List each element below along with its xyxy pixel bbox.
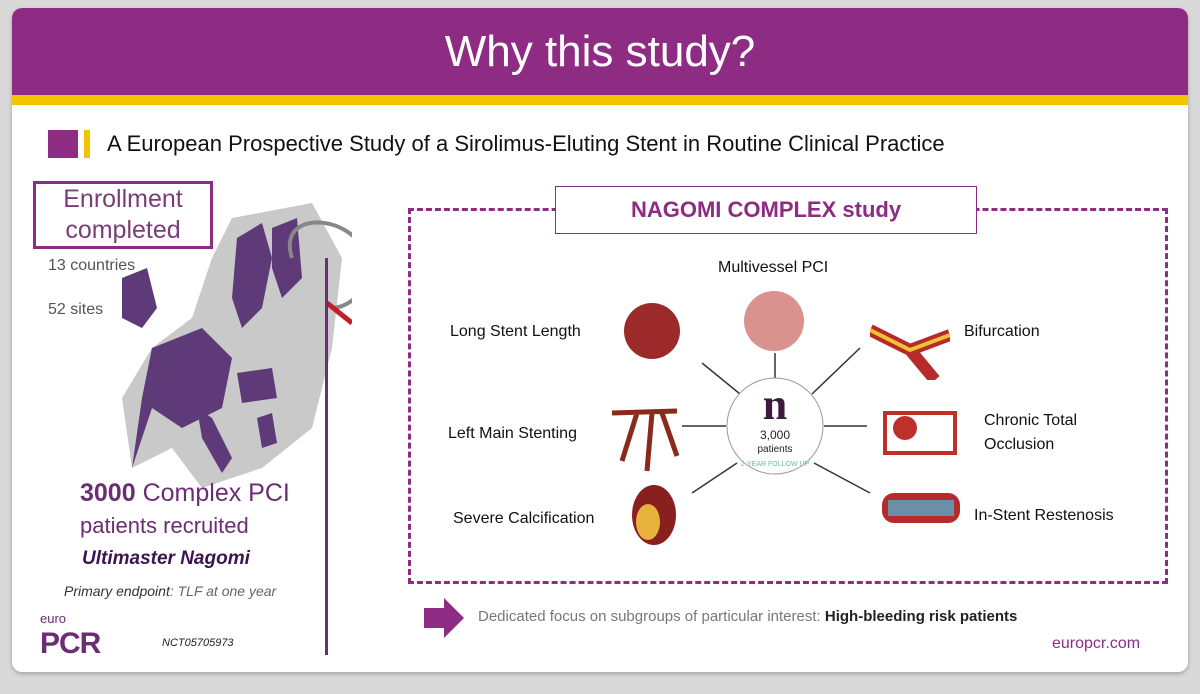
divider-line: [325, 258, 328, 655]
bifurcation-icon: [870, 324, 950, 380]
arrow-icon: [424, 598, 464, 638]
cto-icon: [883, 411, 957, 455]
slide-title: Why this study?: [12, 8, 1188, 95]
logo-euro: euro: [40, 611, 67, 626]
website-link[interactable]: europcr.com: [1052, 635, 1141, 652]
subtitle: A European Prospective Study of a Siroli…: [107, 131, 945, 156]
multivessel-icon: [744, 291, 804, 351]
label-left-main: Left Main Stenting: [448, 425, 577, 442]
long-stent-icon: [624, 303, 680, 359]
center-count: 3,000: [759, 428, 791, 442]
slide: Why this study? A European Prospective S…: [12, 8, 1188, 672]
brand-logo: Ultimaster Nagomi: [82, 548, 250, 569]
endpoint-label: Primary endpoint: [64, 583, 170, 599]
label-restenosis: In-Stent Restenosis: [974, 507, 1114, 524]
primary-endpoint: Primary endpoint: TLF at one year: [64, 582, 276, 600]
restenosis-icon: [882, 493, 960, 523]
logo-pcr: PCR: [40, 627, 101, 660]
europcr-logo: euro PCR: [40, 611, 101, 661]
patients-recruited: patients recruited: [80, 513, 249, 538]
patients-count: 3000 Complex PCI: [80, 478, 290, 508]
center-letter: n: [762, 380, 788, 429]
label-long-stent: Long Stent Length: [450, 323, 581, 340]
bullet-square: [48, 130, 78, 158]
europe-map: [122, 203, 352, 488]
focus-text-bold: High-bleeding risk patients: [824, 608, 1018, 625]
countries-count: 13 countries: [48, 257, 136, 274]
count-label: Complex PCI: [142, 479, 290, 507]
focus-text-prefix: Dedicated focus on subgroups of particul…: [478, 608, 825, 625]
follow-up-label: 2-YEAR FOLLOW UP: [740, 461, 810, 468]
calcification-icon: [632, 485, 676, 545]
accent-bar: [12, 95, 1188, 105]
left-main-icon: [611, 408, 680, 472]
spokes: [682, 347, 871, 494]
bullet-bar: [84, 130, 90, 158]
label-calcification: Severe Calcification: [453, 510, 595, 527]
count-number: 3000: [80, 479, 136, 507]
label-multivessel: Multivessel PCI: [718, 259, 829, 276]
center-badge: n 3,000 patients 2-YEAR FOLLOW UP: [730, 382, 820, 469]
study-title: NAGOMI COMPLEX study: [555, 186, 977, 234]
nct-number: NCT05705973: [162, 637, 234, 649]
label-bifurcation: Bifurcation: [964, 323, 1040, 340]
sites-count: 52 sites: [48, 301, 104, 318]
endpoint-value: : TLF at one year: [169, 583, 277, 599]
center-unit: patients: [757, 444, 793, 455]
label-cto: Chronic Total Occlusion: [984, 412, 1078, 453]
enrollment-box: Enrollment completed: [33, 181, 213, 249]
focus-text: Dedicated focus on subgroups of particul…: [478, 608, 1017, 626]
